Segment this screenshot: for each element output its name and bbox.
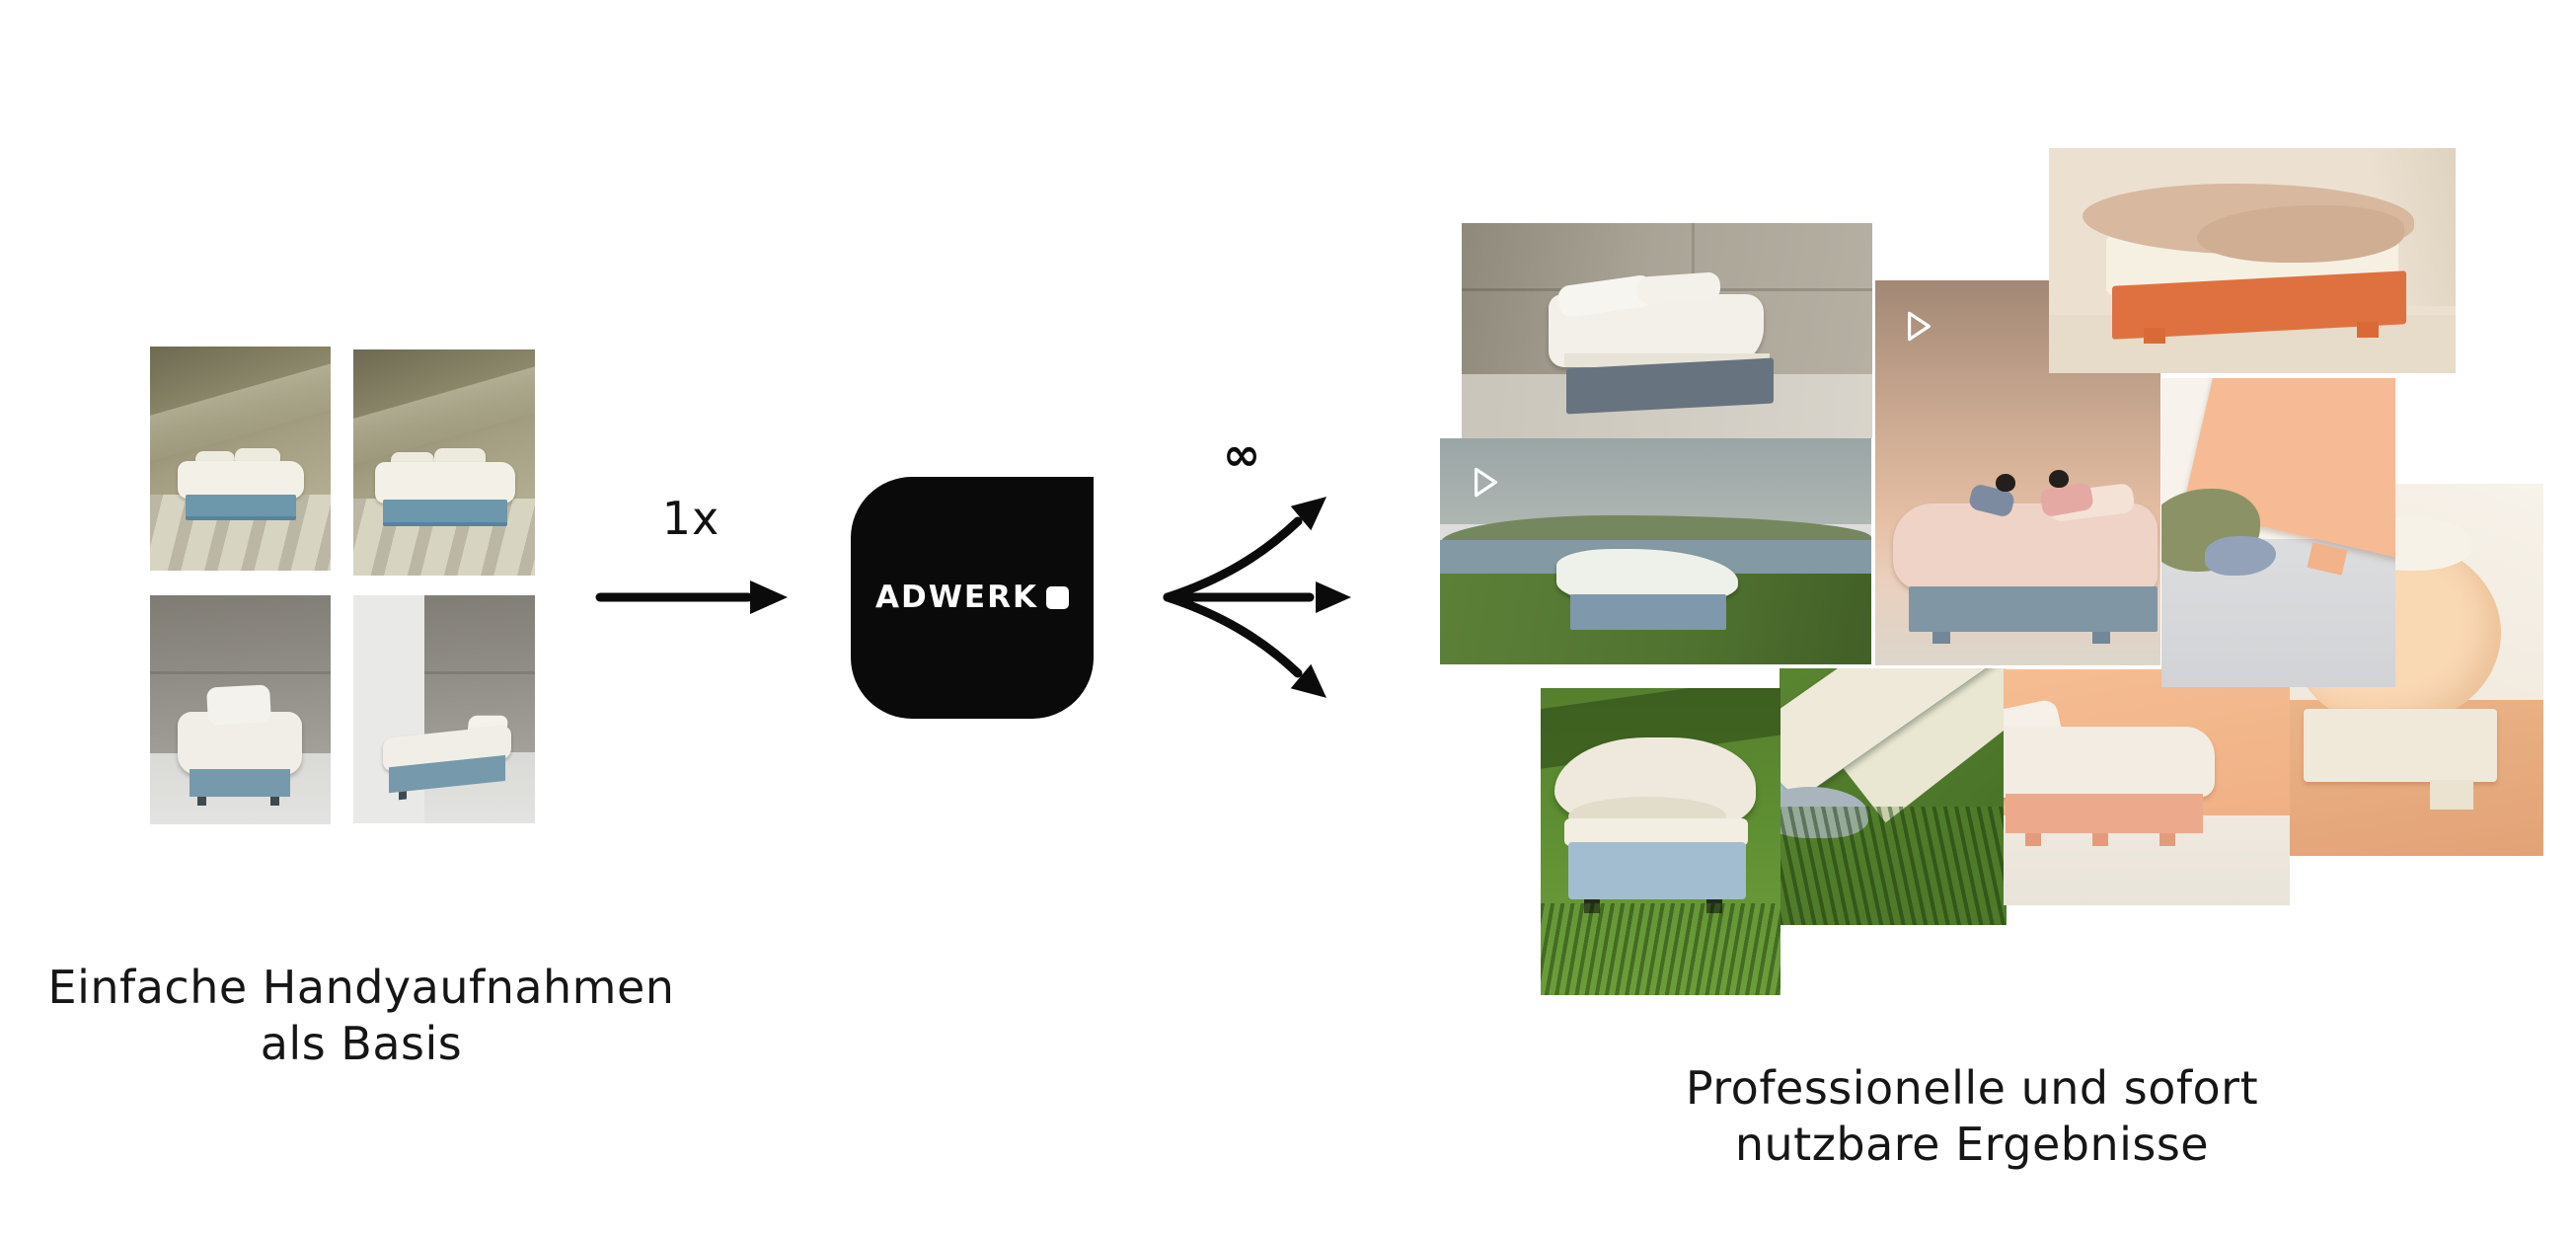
output-caption-line1: Professionelle und sofort xyxy=(1685,1061,2259,1115)
input-photo-2 xyxy=(353,349,535,576)
play-icon[interactable] xyxy=(1903,308,1934,345)
output-photo-lakeside-bed xyxy=(1440,438,1871,664)
output-photo-pink-bed-orange-wall xyxy=(2004,669,2290,905)
adwerk-logo: ADWERK xyxy=(851,477,1094,719)
play-icon[interactable] xyxy=(1470,464,1501,501)
adwerk-logo-square-icon xyxy=(1046,586,1069,609)
adwerk-logo-text: ADWERK xyxy=(875,580,1038,615)
single-input-arrow-icon xyxy=(595,580,788,614)
input-multiplier-label: 1x xyxy=(661,492,720,545)
input-photo-3 xyxy=(150,595,331,824)
fan-output-arrows-icon xyxy=(1163,497,1351,698)
input-photo-4 xyxy=(353,595,535,823)
input-caption-line2: als Basis xyxy=(260,1017,463,1070)
output-photo-bed-row-grass xyxy=(1780,668,2007,925)
output-caption: Professionelle und sofort nutzbare Ergeb… xyxy=(1646,1060,2298,1173)
output-photo-peach-headboard xyxy=(2161,378,2395,687)
output-caption-line2: nutzbare Ergebnisse xyxy=(1734,1118,2210,1171)
output-photo-orange-base-bed xyxy=(2049,148,2456,373)
input-photo-1 xyxy=(150,347,331,571)
output-photo-blue-bed-grass xyxy=(1541,688,1780,995)
infinity-output-label: ∞ xyxy=(1222,427,1261,481)
input-caption: Einfache Handyaufnahmen als Basis xyxy=(36,960,687,1072)
input-caption-line1: Einfache Handyaufnahmen xyxy=(47,961,675,1014)
output-photo-grey-bed-studio xyxy=(1462,223,1872,438)
